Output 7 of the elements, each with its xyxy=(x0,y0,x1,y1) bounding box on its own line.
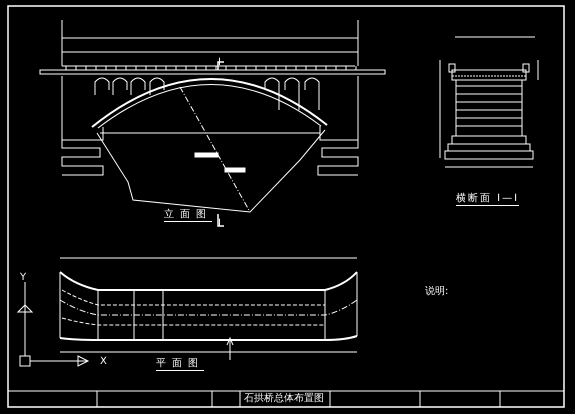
drawing-label: 说明: xyxy=(425,286,448,298)
drawing-label: 横断面 I—I xyxy=(456,193,520,206)
drawing-label: 石拱桥总体布置图 xyxy=(244,393,324,405)
drawing-label: 立面图 xyxy=(164,209,212,222)
drawing-label: 平面图 xyxy=(156,358,204,371)
drawing-label: X xyxy=(100,356,107,368)
drawing-label: Y xyxy=(20,272,26,284)
